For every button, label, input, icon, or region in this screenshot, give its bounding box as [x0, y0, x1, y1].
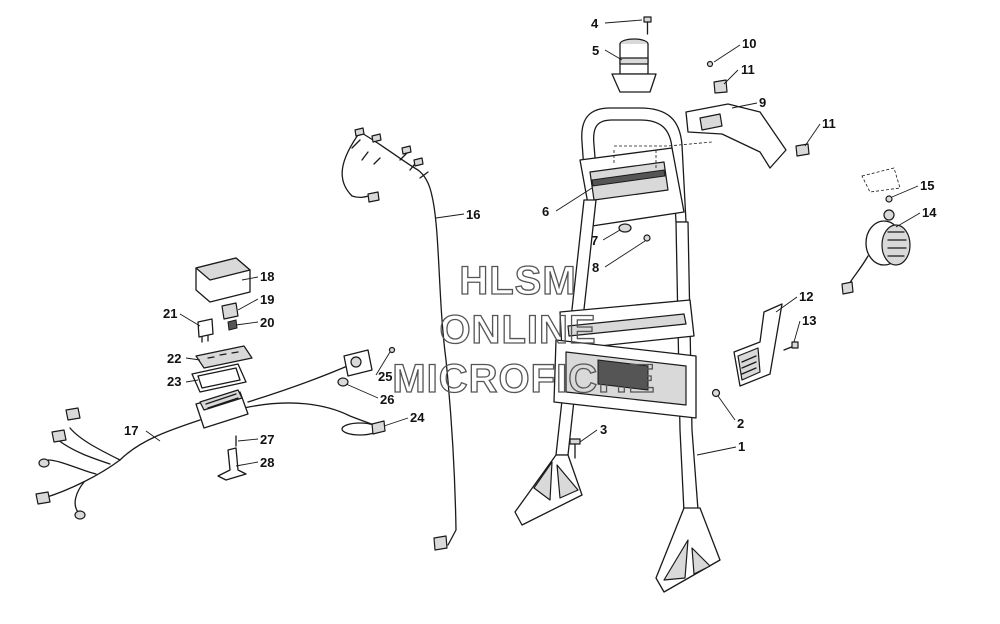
callout-27: 27 [260, 432, 274, 447]
callout-15: 15 [920, 178, 934, 193]
callout-14: 14 [922, 205, 937, 220]
part-14-horn [841, 167, 911, 295]
part-17-harness [35, 363, 383, 520]
callout-11a: 11 [741, 62, 755, 77]
watermark-line-3: MICROFICHE [392, 357, 655, 401]
callout-1: 1 [738, 439, 745, 454]
callout-2: 2 [737, 416, 744, 431]
part-21-relay [197, 318, 214, 343]
watermark: HLSM ONLINE MICROFICHE [392, 258, 656, 401]
part-2-nut [711, 388, 721, 398]
callout-18: 18 [260, 269, 274, 284]
callout-13: 13 [802, 313, 816, 328]
part-19-relay [221, 302, 239, 320]
part-26-plug [337, 377, 349, 387]
part-10-screw [706, 60, 714, 68]
callout-19: 19 [260, 292, 274, 307]
callout-26: 26 [380, 392, 394, 407]
part-23-gasket [191, 363, 247, 393]
callout-12: 12 [799, 289, 813, 304]
callout-17: 17 [124, 423, 138, 438]
callout-24: 24 [410, 410, 425, 425]
callout-3: 3 [600, 422, 607, 437]
part-11-clip-lower [795, 143, 810, 157]
watermark-line-1: HLSM [459, 259, 576, 303]
callout-5: 5 [592, 43, 599, 58]
callout-7: 7 [591, 233, 598, 248]
part-8-nut [643, 234, 651, 242]
leader-lines [145, 19, 921, 467]
part-7-grommet [618, 223, 632, 233]
part-18-cover [195, 257, 251, 303]
part-20-fuse [227, 319, 238, 331]
part-16-harness [341, 127, 457, 551]
callout-9: 9 [759, 95, 766, 110]
part-24-connector [341, 420, 386, 436]
callout-8: 8 [592, 260, 599, 275]
callout-21: 21 [163, 306, 177, 321]
part-22-fuse-strip [195, 345, 253, 369]
part-4-screw [643, 16, 652, 35]
callout-6: 6 [542, 204, 549, 219]
callout-11b: 11 [822, 116, 836, 131]
part-13-bolt [783, 341, 799, 351]
part-5-beacon [611, 38, 657, 93]
part-15-washer [883, 195, 895, 221]
callout-22: 22 [167, 351, 181, 366]
callout-4: 4 [591, 16, 599, 31]
callout-25: 25 [378, 369, 392, 384]
part-9-bracket [685, 103, 787, 169]
callout-20: 20 [260, 315, 274, 330]
callout-23: 23 [167, 374, 181, 389]
callout-28: 28 [260, 455, 274, 470]
callout-16: 16 [466, 207, 480, 222]
part-1-frame [514, 107, 721, 593]
callouts: 1 2 3 4 5 6 7 8 9 10 11 11 12 13 14 15 1… [124, 16, 937, 470]
watermark-line-2: ONLINE [439, 308, 596, 352]
callout-10: 10 [742, 36, 756, 51]
part-11-clip-upper [713, 79, 728, 94]
part-28-bracket [217, 447, 247, 481]
part-3-bolt [569, 438, 581, 459]
part-25-socket [343, 346, 396, 377]
part-12-clamp [733, 303, 783, 387]
